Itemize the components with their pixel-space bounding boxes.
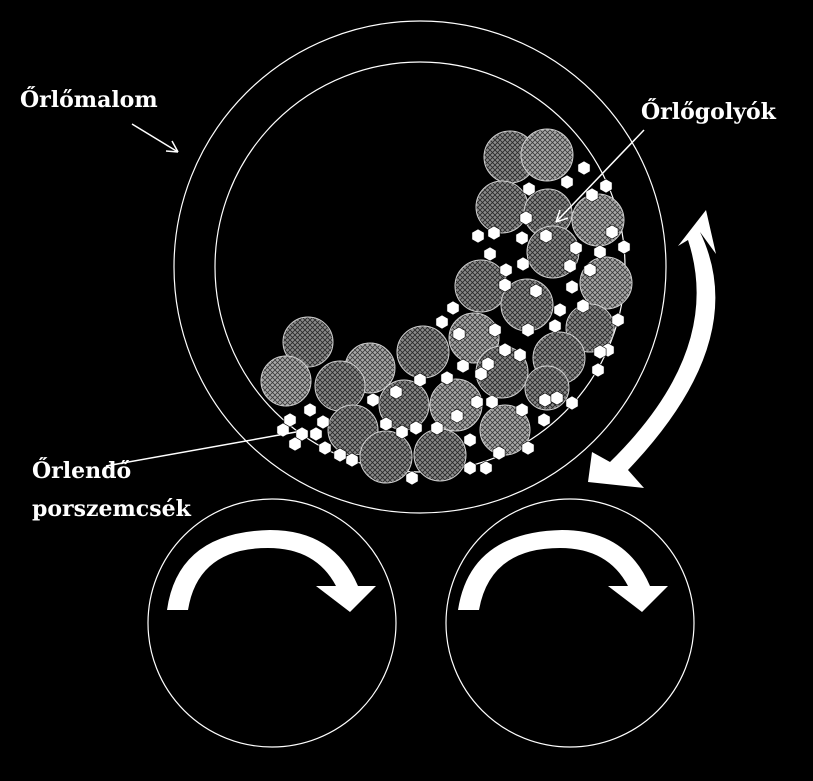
mill-pointer-arrowhead [165,140,179,153]
particles-pointer-line [105,431,297,467]
powder-particle [605,224,619,240]
powder-particle [318,440,332,456]
powder-particle [463,432,477,448]
powder-particle [481,356,495,372]
grinding-ball [475,180,529,234]
powder-particle [488,322,502,338]
powder-particle [430,420,444,436]
powder-particle [435,314,449,330]
grinding-ball [448,312,500,364]
powder-particle [456,358,470,374]
powder-particle [452,326,466,342]
powder-particle [492,445,506,461]
powder-particle [395,424,409,440]
powder-particle [409,420,423,436]
grinding-ball [571,193,625,247]
powder-particle [550,390,564,406]
grinding-ball [282,316,334,368]
powder-particle [591,362,605,378]
powder-particle [565,279,579,295]
powder-particle [565,395,579,411]
powder-particle [593,344,607,360]
mill-outer-wall [173,20,667,514]
powder-particle [498,342,512,358]
powder-particle [583,262,597,278]
powder-particle [483,246,497,262]
powder-particle [379,416,393,432]
powder-particle [440,370,454,386]
powder-particle [539,228,553,244]
powder-particle [405,470,419,486]
grinding-ball [359,430,413,484]
powder-particle [471,228,485,244]
powder-particle [283,412,297,428]
powder-particle [479,460,493,476]
powder-particle [485,394,499,410]
powder-particle [470,394,484,410]
powder-particle [576,298,590,314]
powder-particle [516,256,530,272]
balls-pointer-arrowhead [555,209,569,223]
grinding-ball [396,325,450,379]
powder-particle [560,174,574,190]
powder-particle [446,300,460,316]
powder-particle [521,322,535,338]
powder-particle [413,372,427,388]
powder-particle [303,402,317,418]
powder-particle [521,440,535,456]
powder-particle [522,181,536,197]
powder-particle [515,230,529,246]
powder-particle [569,240,583,256]
clockwise-arrow-icon [458,530,668,612]
balls-label: Őrlőgolyók [641,98,777,125]
powder-particle [498,277,512,293]
powder-particle [563,258,577,274]
powder-particle [295,426,309,442]
mill-label: Őrlőmalom [20,86,158,113]
powder-particle [474,366,488,382]
grinding-ball [314,360,366,412]
grinding-ball [413,428,467,482]
particles-label-line1: Őrlendő [32,457,131,484]
grinding-ball [520,128,574,182]
powder-particle [463,460,477,476]
powder-particle [537,412,551,428]
powder-particle [611,312,625,328]
powder-particle [316,414,330,430]
grinding-ball [260,355,312,407]
powder-particle [499,262,513,278]
balls-pointer-arrow [555,129,645,223]
powder-particle [366,392,380,408]
powder-particle [513,347,527,363]
particles-label-line2: porszemcsék [32,496,192,522]
powder-particle [309,426,323,442]
powder-particle [487,225,501,241]
powder-particle [333,447,347,463]
powder-particle [577,160,591,176]
clockwise-arrow-icon [167,530,376,612]
powder-particle [515,402,529,418]
powder-particle [599,178,613,194]
powder-particles [276,160,631,486]
curved-arrow-icon [588,210,716,488]
powder-particle [617,239,631,255]
powder-particle [548,318,562,334]
powder-particle [519,210,533,226]
powder-particle [288,436,302,452]
powder-particle [593,244,607,260]
powder-particle [450,408,464,424]
powder-particle [529,283,543,299]
powder-particle [553,302,567,318]
mill-pointer-arrow [131,123,179,153]
powder-particle [389,384,403,400]
